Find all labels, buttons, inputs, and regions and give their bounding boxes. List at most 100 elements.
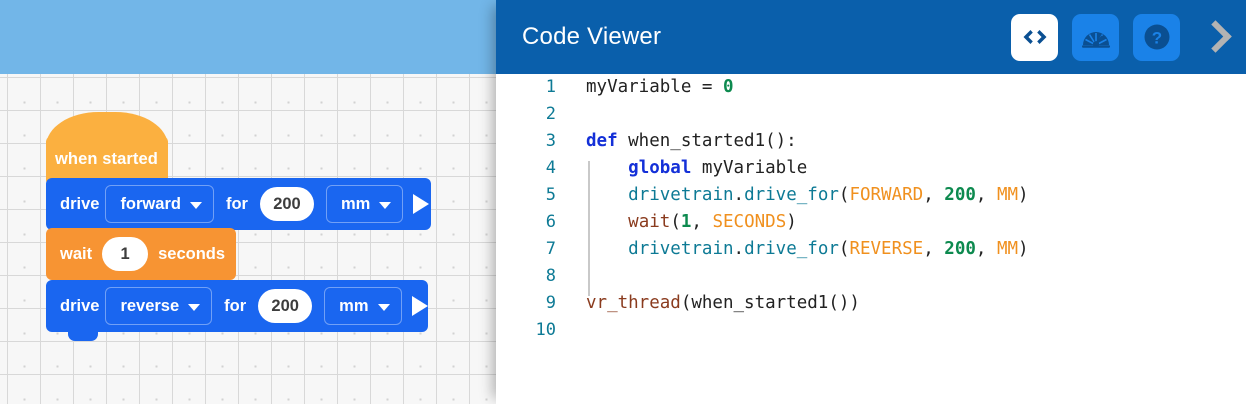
indent-guide (588, 161, 590, 296)
chevron-down-icon (379, 201, 392, 209)
drive-reverse-notch (68, 332, 98, 341)
code-token: , (923, 239, 945, 259)
code-token (586, 239, 628, 259)
code-token: 0 (722, 77, 734, 97)
question-mark-icon: ? (1144, 24, 1169, 50)
block-when-started-label: when started (55, 150, 158, 168)
code-token: = (701, 77, 723, 97)
code-token: ( (838, 239, 850, 259)
angle-brackets-icon (1023, 30, 1046, 44)
code-token: ( (670, 212, 681, 232)
code-token: , (691, 212, 713, 232)
play-icon[interactable] (411, 296, 428, 316)
code-line: 4 global myVariable (496, 155, 1246, 182)
block-drive-forward[interactable]: drive forward for 200 mm (46, 178, 431, 230)
drive-forward-unit-dropdown[interactable]: mm (325, 185, 404, 223)
drive-forward-unit-value: mm (340, 194, 371, 213)
drive-forward-for-word: for (225, 194, 248, 213)
play-icon[interactable] (413, 194, 430, 214)
chevron-right-icon[interactable] (1198, 20, 1232, 54)
code-token: ) (786, 212, 797, 232)
code-line-text: global myVariable (586, 155, 807, 182)
code-line: 10 (496, 317, 1246, 344)
code-line-text: vr_thread(when_started1()) (586, 290, 860, 317)
code-line-text: drivetrain.drive_for(REVERSE, 200, MM) (586, 236, 1028, 263)
drive-forward-direction-dropdown[interactable]: forward (105, 185, 214, 223)
code-token: ( (838, 185, 850, 205)
code-token: MM (996, 185, 1019, 205)
code-token: ) (1018, 185, 1029, 205)
gauge-icon (1081, 32, 1110, 48)
code-line-text: drivetrain.drive_for(FORWARD, 200, MM) (586, 182, 1029, 209)
line-number: 8 (545, 266, 556, 286)
code-token: , (975, 185, 997, 205)
code-token: MM (996, 239, 1019, 259)
line-number: 5 (545, 185, 556, 205)
drive-forward-distance-input[interactable]: 200 (259, 187, 314, 221)
code-token (586, 158, 628, 178)
code-line-text: wait(1, SECONDS) (586, 209, 797, 236)
code-token: (when_started1()) (680, 293, 860, 313)
chevron-down-icon (189, 201, 202, 209)
wait-seconds-input[interactable]: 1 (102, 237, 149, 271)
wait-unit-label: seconds (158, 244, 226, 263)
code-line-text: myVariable = 0 (586, 74, 734, 101)
help-button[interactable]: ? (1133, 13, 1180, 61)
code-line: 2 (496, 101, 1246, 128)
editor-toolbar-band (0, 0, 498, 74)
drive-reverse-direction-dropdown[interactable]: reverse (105, 287, 213, 325)
drive-reverse-keyword: drive (60, 296, 100, 315)
drive-reverse-distance-input[interactable]: 200 (258, 289, 313, 323)
code-line: 8 (496, 263, 1246, 290)
code-line: 9 vr_thread(when_started1()) (496, 290, 1246, 317)
hat-block-body (46, 136, 168, 186)
chevron-down-icon (377, 303, 390, 311)
drive-reverse-unit-dropdown[interactable]: mm (324, 287, 402, 325)
code-token: def (586, 131, 618, 151)
code-token: 200 (944, 239, 976, 259)
code-token: REVERSE (849, 239, 924, 259)
wait-keyword: wait (60, 244, 93, 263)
code-token: 200 (944, 185, 976, 205)
code-token: . (733, 185, 745, 205)
code-token: drivetrain (628, 239, 734, 259)
dashboard-button[interactable] (1072, 13, 1119, 61)
code-token: drive_for (744, 185, 839, 205)
line-number: 1 (545, 77, 556, 97)
block-editor-pane[interactable]: when started drive forward for 200 mm (0, 0, 500, 404)
code-token: drive_for (744, 239, 839, 259)
code-token (586, 185, 628, 205)
code-token: myVariable (691, 158, 808, 178)
block-when-started[interactable]: when started (46, 112, 168, 191)
line-number: 10 (535, 320, 556, 340)
code-token: global (628, 158, 692, 178)
block-drive-reverse[interactable]: drive reverse for 200 mm (46, 280, 428, 332)
line-number: 4 (545, 158, 556, 178)
code-token: . (733, 239, 745, 259)
code-view-button[interactable] (1011, 13, 1058, 61)
code-token: drivetrain (628, 185, 734, 205)
line-number: 6 (545, 212, 556, 232)
drive-reverse-unit-value: mm (339, 296, 369, 315)
code-token: SECONDS (712, 212, 787, 232)
code-line-text: def when_started1(): (586, 128, 797, 155)
code-line: 7 drivetrain.drive_for(REVERSE, 200, MM) (496, 236, 1246, 263)
line-number: 9 (545, 293, 556, 313)
drive-reverse-for-word: for (224, 296, 247, 315)
code-token: wait (628, 212, 671, 232)
svg-text:?: ? (1151, 29, 1161, 48)
drive-forward-direction-value: forward (120, 194, 181, 213)
code-token (586, 212, 628, 232)
page-title: Code Viewer (522, 23, 662, 50)
code-token: , (923, 185, 945, 205)
code-token: , (975, 239, 997, 259)
chevron-down-icon (188, 303, 201, 311)
code-token: vr_thread (586, 293, 681, 313)
code-line: 5 drivetrain.drive_for(FORWARD, 200, MM) (496, 182, 1246, 209)
code-token: when_started1(): (617, 131, 797, 151)
code-viewer-header: Code Viewer (496, 0, 1246, 74)
block-wait[interactable]: wait 1 seconds (46, 228, 236, 280)
